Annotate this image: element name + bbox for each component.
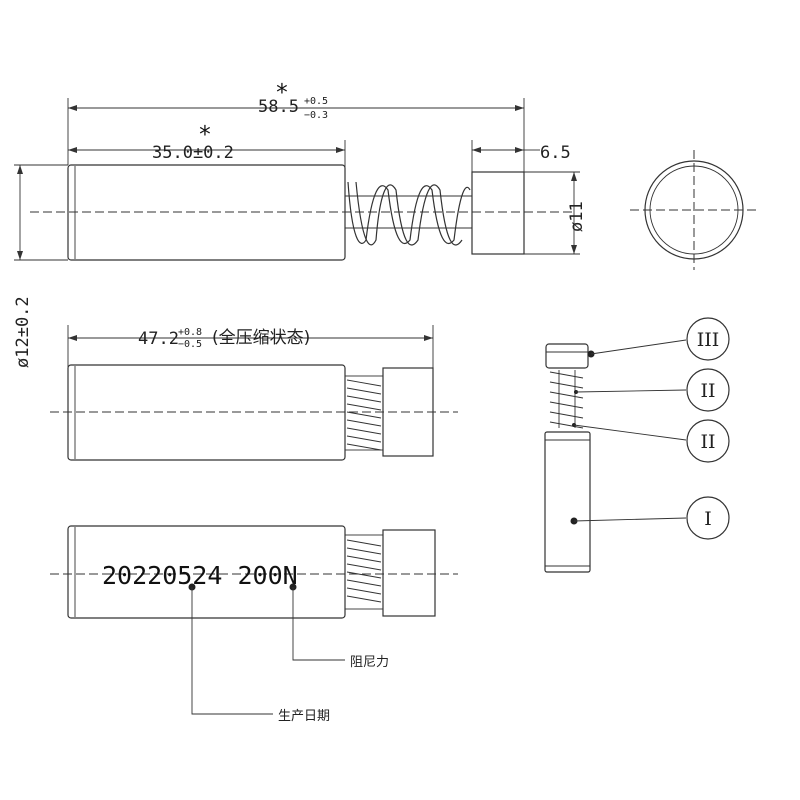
balloon-i-label: I — [704, 508, 712, 530]
dim-overall: 58.5 — [258, 97, 299, 117]
dim-overall-plus: +0.5 — [304, 96, 328, 107]
balloon-ii-b — [686, 419, 730, 463]
view-compressed: 47.2 +0.8 −0.5 (全压缩状态) — [50, 325, 458, 461]
compressed-note: (全压缩状态) — [212, 328, 310, 348]
balloon-i — [686, 496, 730, 540]
balloon-ii-a — [686, 368, 730, 412]
critical-mark-body: * — [198, 122, 212, 148]
spring-extended — [345, 181, 472, 246]
view-extended: 58.5 +0.5 −0.3 * 35.0±0.2 * 6.5 ø11 — [13, 80, 587, 368]
balloon-ii-a-label: II — [700, 380, 715, 402]
damping-leader — [292, 587, 345, 661]
dim-cap-length: 6.5 — [540, 143, 571, 163]
view-marking: 20220524 200N 阻尼力 生产日期 — [50, 525, 458, 724]
dim-compressed-minus: −0.5 — [178, 339, 202, 350]
end-cap-marked — [382, 529, 436, 617]
spring-marking — [344, 534, 384, 610]
dim-cap-dia: ø11 — [567, 201, 587, 232]
dim-compressed-plus: +0.8 — [178, 327, 202, 338]
view-exploded: III II II I — [544, 317, 730, 573]
balloon-iii-label: III — [697, 329, 720, 351]
part-spring — [549, 370, 584, 429]
end-cap — [471, 171, 525, 255]
part-cap — [545, 343, 589, 369]
spring-compressed — [344, 375, 384, 451]
dim-body-dia: ø12±0.2 — [13, 296, 33, 368]
production-date-label: 生产日期 — [278, 709, 330, 724]
balloon-iii — [686, 317, 730, 361]
dim-compressed: 47.2 — [138, 329, 179, 349]
date-leader — [191, 587, 273, 715]
damping-force-label: 阻尼力 — [350, 655, 389, 670]
view-end — [630, 150, 758, 270]
marking-text: 20220524 200N — [102, 561, 298, 590]
dim-body-length: 35.0±0.2 — [152, 143, 234, 163]
dim-overall-minus: −0.3 — [304, 110, 328, 121]
part-body — [544, 431, 591, 573]
balloon-ii-b-label: II — [700, 431, 715, 453]
critical-mark-overall: * — [275, 80, 289, 106]
